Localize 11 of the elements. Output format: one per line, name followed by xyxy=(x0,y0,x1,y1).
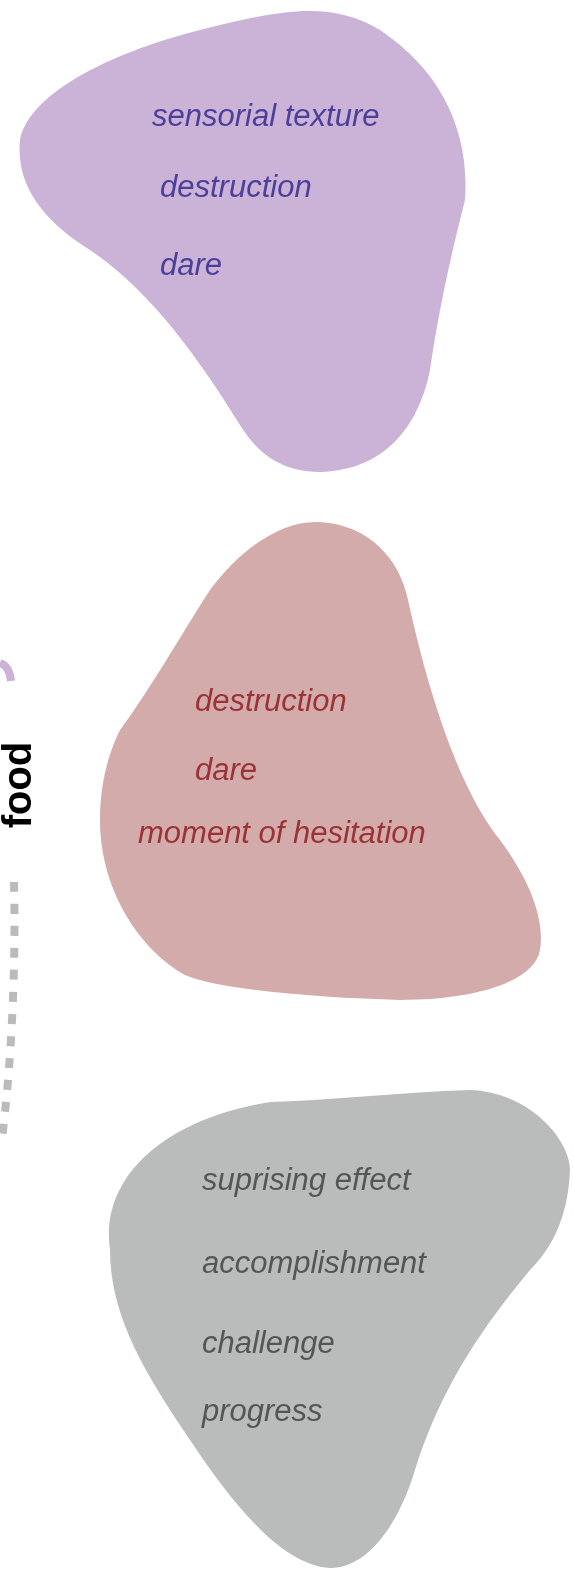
keyword-text: sensorial texture xyxy=(152,97,380,135)
vertical-title: food xyxy=(0,741,37,829)
keyword-text: destruction xyxy=(160,168,312,206)
keyword-text: challenge xyxy=(202,1324,335,1362)
keyword-text: destruction xyxy=(195,682,347,720)
keyword-text: dare xyxy=(195,751,258,789)
keyword-text: accomplishment xyxy=(202,1244,426,1282)
keyword-text: suprising effect xyxy=(202,1161,411,1199)
keyword-text: dare xyxy=(160,246,223,284)
keyword-text: moment of hesitation xyxy=(138,814,426,852)
keyword-text: progress xyxy=(202,1392,323,1430)
